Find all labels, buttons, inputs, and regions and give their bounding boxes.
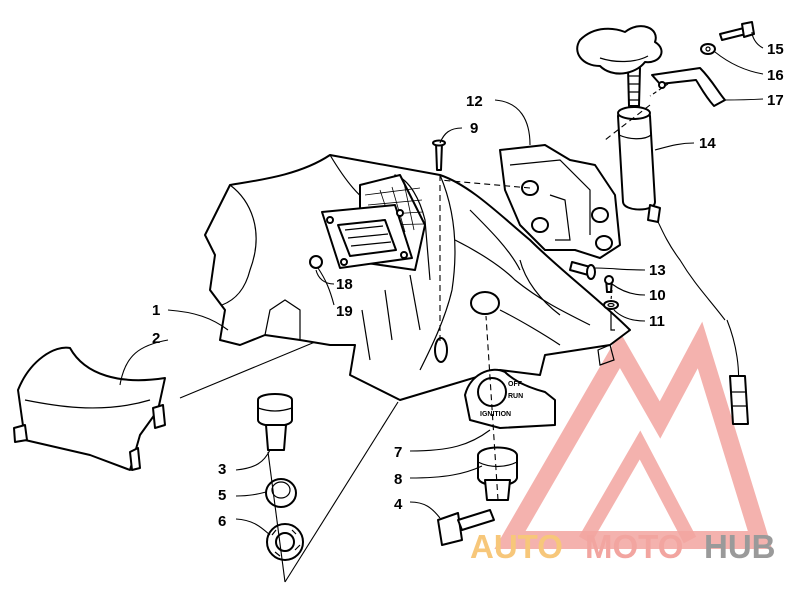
- nut-19: [309, 255, 323, 269]
- sleeve-5: [265, 478, 297, 508]
- clamp-17: [651, 67, 726, 107]
- gauge-gasket-18: [321, 204, 413, 269]
- callout-18: 18: [336, 276, 353, 293]
- automotohub-watermark: AUTO MOTO HUB: [470, 321, 776, 565]
- callout-3: 3: [218, 461, 226, 478]
- callout-19: 19: [336, 303, 353, 320]
- lock-washer-6: [266, 523, 304, 561]
- callout-2: 2: [152, 330, 160, 347]
- callout-6: 6: [218, 513, 226, 530]
- run-label: RUN: [508, 393, 523, 400]
- ignition-plate-7: OFF RUN IGNITION: [464, 368, 556, 429]
- washer-11: [603, 300, 619, 331]
- callout-4: 4: [394, 496, 403, 513]
- screw-13: [569, 261, 596, 280]
- washer-16: [700, 43, 716, 55]
- lever-bracket-12: [499, 144, 621, 259]
- screw-10: [604, 275, 614, 293]
- callout-11: 11: [649, 313, 665, 330]
- callout-5: 5: [218, 487, 226, 504]
- ignition-label: IGNITION: [480, 411, 511, 418]
- callout-8: 8: [394, 471, 402, 488]
- leader-lines: [119, 31, 764, 583]
- watermark-auto: AUTO: [470, 528, 563, 565]
- callout-1: 1: [152, 302, 160, 319]
- callout-13: 13: [649, 262, 666, 279]
- callout-14: 14: [699, 135, 716, 152]
- callout-12: 12: [466, 93, 483, 110]
- callout-numbers: 1 2 3 4 5 6 7 8 9 10 11 12 13 14 15 16 1…: [152, 41, 784, 530]
- callout-9: 9: [470, 120, 478, 137]
- ignition-switch-8: [477, 446, 518, 501]
- ignition-key-4: [437, 509, 495, 546]
- callout-15: 15: [767, 41, 784, 58]
- switch-3: [257, 393, 293, 451]
- screw-9: [432, 139, 446, 171]
- trim-panel-2: [13, 346, 166, 471]
- callout-17: 17: [767, 92, 784, 109]
- watermark-hub: HUB: [704, 528, 776, 565]
- callout-10: 10: [649, 287, 666, 304]
- bolt-15: [719, 21, 755, 41]
- watermark-moto: MOTO: [585, 528, 683, 565]
- callout-7: 7: [394, 444, 402, 461]
- callout-16: 16: [767, 67, 784, 84]
- heater-assembly-14: [576, 25, 749, 425]
- off-label: OFF: [508, 381, 523, 388]
